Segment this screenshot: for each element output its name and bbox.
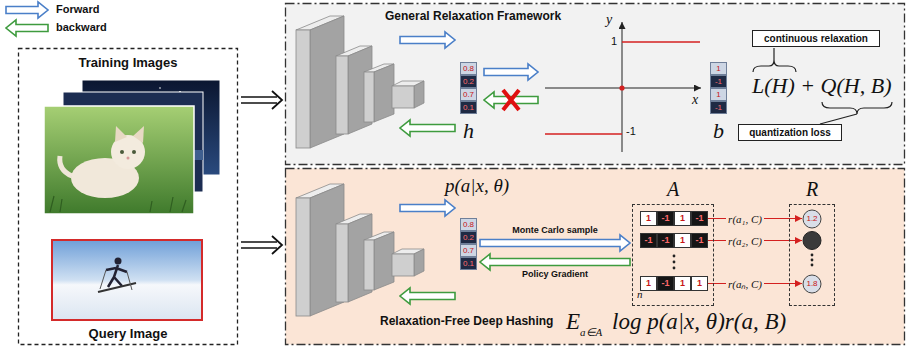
framework-panel: 0.80.20.70.11-11-1-1-11-11-111An1.21.8RR… <box>285 168 905 344</box>
objective-formula: log p(a|x, θ)r(a, B) <box>612 309 786 334</box>
set-heading: R <box>790 179 834 199</box>
axis-label: y <box>606 13 612 27</box>
reward-circle: 1.2 <box>802 209 822 229</box>
reward-set: 1.21.8R <box>790 205 834 305</box>
hash-vector: 0.80.20.70.1h <box>460 62 477 114</box>
tick-label: 1 <box>611 36 617 47</box>
vector-cell: 0.1 <box>460 101 477 114</box>
reward-value: 1.2 <box>802 209 822 229</box>
gradient-arrow <box>480 235 630 251</box>
hollow-arrow <box>480 254 630 270</box>
hollow-arrow <box>480 235 630 251</box>
vector-cell: -1 <box>710 101 727 114</box>
loss-formula: L(H) + Q(H, B) <box>752 74 892 98</box>
vector-cell: 1 <box>710 88 727 101</box>
vector-cell: 0.1 <box>460 257 477 270</box>
axis-label: x <box>692 93 698 107</box>
binary-vector: 1-11-1b <box>710 62 727 114</box>
panel-title: Training Images <box>18 56 238 71</box>
gradient-arrow <box>480 254 630 270</box>
vector-cell: 1 <box>710 62 727 75</box>
arrow-line <box>241 96 277 98</box>
code-cell: -1 <box>640 233 657 248</box>
panel-title: Query Image <box>18 327 238 342</box>
reward-circle: 1.8 <box>802 274 822 294</box>
annotation-text: continuous relaxation <box>753 31 879 46</box>
flow-arrow <box>241 236 282 254</box>
vector-cell: 0.2 <box>460 231 477 244</box>
set-heading: A <box>633 179 713 199</box>
code-cell: -1 <box>691 211 708 226</box>
code-cell: 1 <box>674 276 691 291</box>
code-cell: -1 <box>657 276 674 291</box>
code-cell: 1 <box>674 211 691 226</box>
edge-label: Monte Carlo sample <box>512 226 598 236</box>
vector-cell: 0.7 <box>460 244 477 257</box>
vector-cell: 0.7 <box>460 88 477 101</box>
vector-cell: 0.8 <box>460 62 477 75</box>
objective-subscript: a∈A <box>580 326 602 338</box>
sample-set: 1-11-1-1-11-11-111An <box>633 205 713 305</box>
circle-shape <box>803 210 821 228</box>
code-row: -1-11-1 <box>640 233 708 248</box>
arrow-head <box>272 236 282 254</box>
code-row: 1-11-1 <box>640 211 708 226</box>
code-cell: -1 <box>657 211 674 226</box>
circle-shape <box>803 275 821 293</box>
annotation-text: quantization loss <box>739 125 841 140</box>
code-cell: 1 <box>640 211 657 226</box>
arrow-line <box>241 102 277 104</box>
reward-value: 1.8 <box>802 274 822 294</box>
vector-cell: 0.2 <box>460 75 477 88</box>
legend-label: Forward <box>56 3 99 15</box>
edge-label: r(aₙ, C) <box>726 277 764 291</box>
probability-vector: 0.80.20.70.1 <box>460 218 477 270</box>
arrow-line <box>241 241 277 243</box>
panel-title: General Relaxation Framework <box>385 10 561 24</box>
arrow-line <box>241 247 277 249</box>
vector-cell: 0.8 <box>460 218 477 231</box>
annotation-box: continuous relaxation <box>752 30 880 47</box>
image-panel: Training ImagesQuery Image <box>18 48 238 345</box>
reward-label: r(a₂, C) <box>726 234 764 248</box>
panel-title: Relaxation-Free Deep Hashing <box>380 315 553 329</box>
tick-label: -1 <box>626 126 636 137</box>
code-cell: 1 <box>674 233 691 248</box>
code-cell: 1 <box>691 276 708 291</box>
flow-arrow <box>241 91 282 109</box>
code-cell: -1 <box>691 233 708 248</box>
annotation-box: quantization loss <box>738 124 842 141</box>
arrow-head <box>272 91 282 109</box>
vector-cell: -1 <box>710 75 727 88</box>
policy-formula: p(a|x, θ) <box>445 176 509 197</box>
code-row: 1-111 <box>640 276 708 291</box>
code-cell: -1 <box>657 233 674 248</box>
edge-label: Policy Gradient <box>522 270 588 280</box>
set-count: n <box>637 289 643 300</box>
vector-label: h <box>460 120 477 142</box>
legend-label: backward <box>56 21 107 33</box>
objective-formula: E <box>566 309 580 334</box>
code-cell: 1 <box>640 276 657 291</box>
edge-label: r(a₁, C) <box>726 212 764 226</box>
vector-label: b <box>710 120 727 142</box>
